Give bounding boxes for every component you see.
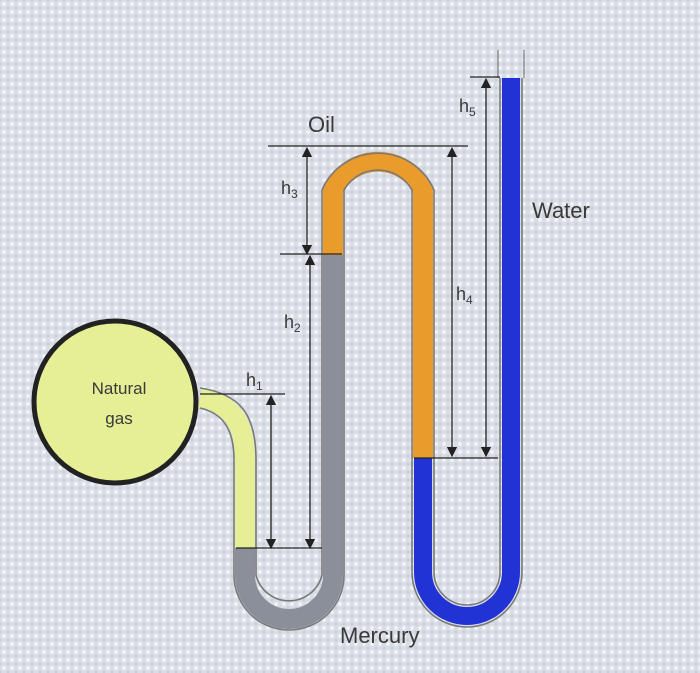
tank-label-line2: gas: [105, 409, 132, 428]
mercury-label: Mercury: [340, 623, 419, 648]
h5-label: h5: [459, 96, 476, 119]
tank-label-line1: Natural: [92, 379, 147, 398]
h2-label: h2: [284, 312, 301, 335]
mercury-column-left: [235, 255, 343, 629]
oil-column: [323, 151, 433, 458]
natural-gas-tank: [31, 318, 199, 486]
tube-outline-outer-2: [199, 78, 523, 631]
water-label: Water: [532, 198, 590, 223]
oil-label: Oil: [308, 112, 335, 137]
water-u-bend: [414, 78, 520, 625]
gas-column: [197, 388, 255, 548]
h3-label: h3: [281, 178, 298, 201]
tube-outline-outer: [199, 78, 501, 606]
h1-label: h1: [246, 370, 263, 393]
h4-label: h4: [456, 284, 473, 307]
